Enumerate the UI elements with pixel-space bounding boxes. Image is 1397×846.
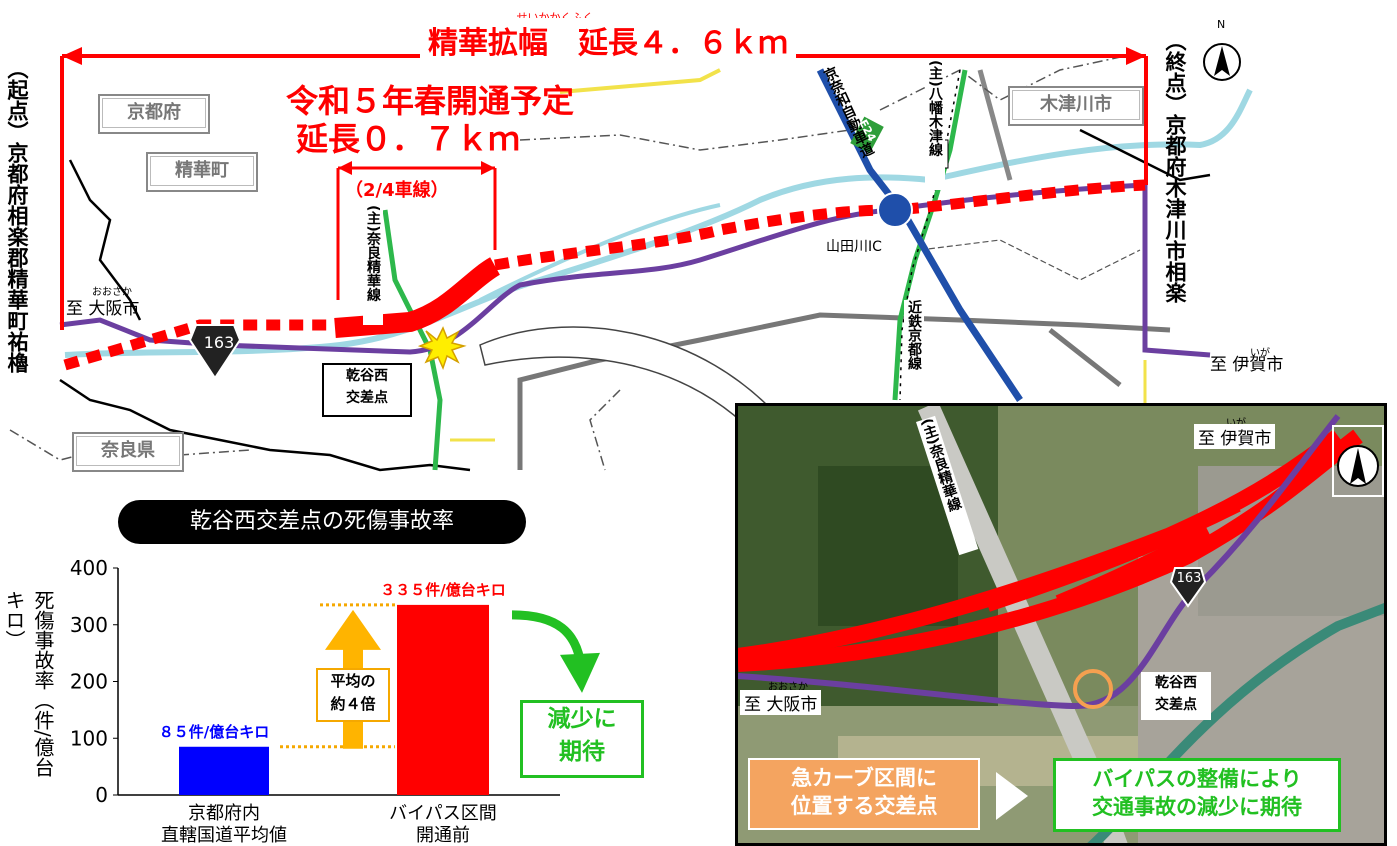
region-seika: 精華町 (146, 152, 258, 192)
chart-ylabel: 死傷事故率（件/億台キロ） (2, 590, 55, 777)
opening-section (334, 257, 501, 338)
flow-arrow (996, 772, 1028, 820)
bar-value-label-1: ３３５件/億台キロ (380, 581, 505, 599)
y-tick-label: 400 (70, 556, 108, 580)
aerial-photo: (主)奈良精華線 いが 至 伊賀市 おおさか 至 大阪市 163 乾谷西交差点 … (735, 403, 1387, 846)
opening-line2: 延長０．７ｋｍ (296, 120, 521, 158)
nara-seika-label: (主)奈良精華線 (363, 205, 383, 325)
photo-iga-ruby: いが (1226, 414, 1246, 429)
photo-to-osaka: 至 大阪市 (740, 690, 822, 715)
gray-road (517, 312, 1171, 470)
photo-to-iga: 至 伊賀市 (1194, 424, 1276, 449)
boundary-3 (589, 389, 621, 471)
ic-marker (877, 192, 913, 228)
bar-1 (397, 604, 489, 795)
to-osaka-label: 至 大阪市 (66, 299, 140, 319)
expectation-note: バイパスの整備により交通事故の減少に期待 (1053, 758, 1341, 832)
iga-ruby: いが (1250, 348, 1270, 359)
curve-note: 急カーブ区間に位置する交差点 (748, 758, 980, 830)
lanes-label: （2/4車線） (345, 180, 449, 201)
to-iga-label: 至 伊賀市 (1210, 355, 1284, 375)
region-kyoto: 京都府 (98, 94, 210, 134)
gray-road-3 (1048, 328, 1122, 387)
chart-title: 乾谷西交差点の死傷事故率 (118, 500, 526, 544)
rail-line-3 (1079, 128, 1211, 182)
boundary-5 (919, 239, 1141, 281)
start-point-label: （起点）京都府相楽郡精華町祐櫓 (5, 58, 29, 373)
y-tick-label: 0 (95, 783, 108, 807)
r163-sign (188, 324, 242, 380)
reduction-arrow (511, 610, 585, 661)
region-nara: 奈良県 (72, 432, 184, 472)
photo-intersection: 乾谷西交差点 (1141, 672, 1211, 720)
reduction-arrowhead (560, 652, 600, 693)
e24-shield (850, 116, 884, 154)
r163-label: 163 (203, 333, 235, 352)
category-label-1: バイパス区間 (389, 803, 497, 824)
bypass-dashed-2 (494, 179, 1146, 271)
ratio-note: 平均の約４倍 (316, 668, 390, 722)
photo-osaka-ruby: おおさか (768, 682, 808, 693)
rail-line (68, 159, 142, 321)
compass-needle (1214, 46, 1230, 76)
yawata-label: (主)八幡木津線 (925, 60, 945, 190)
intersection-label: 乾谷西交差点 (322, 363, 412, 417)
yellow-road (559, 68, 721, 94)
compass-n: N (1217, 18, 1226, 31)
reduction-note: 減少に期待 (520, 700, 644, 778)
intersection-burst (417, 326, 467, 371)
category-label-1: 開通前 (416, 825, 470, 846)
end-point-label: （終点）京都府木津川市相楽 (1163, 30, 1187, 303)
y-tick-label: 300 (70, 613, 108, 637)
opening-arrow-r (481, 161, 495, 175)
kintetsu-label: 近鉄京都線 (904, 300, 924, 400)
bar-0 (179, 746, 269, 795)
y-tick-label: 100 (70, 726, 108, 750)
extent-arrow-right (1126, 47, 1146, 65)
boundary (519, 129, 851, 151)
y-tick-label: 200 (70, 670, 108, 694)
category-label-0: 京都府内 (188, 803, 260, 824)
opening-arrow-l (338, 161, 352, 175)
category-label-0: 直轄国道平均値 (161, 825, 287, 846)
title: 精華拡幅 延長４．６ｋｍ (420, 18, 796, 62)
osaka-ruby: おおさか (92, 287, 132, 298)
nara-seika-route (382, 209, 443, 471)
opening-line1: 令和５年春開通予定 (286, 82, 575, 120)
yawata-route (892, 69, 968, 401)
river-2 (479, 203, 721, 302)
bar-value-label-0: ８５件/億台キロ (159, 723, 269, 741)
extent-arrow-left (62, 47, 82, 65)
bypass-dashed (63, 319, 335, 371)
rail-line-2 (59, 378, 471, 472)
photo-r163: 163 (1176, 571, 1202, 586)
ic-label: 山田川IC (826, 236, 882, 256)
region-kizugawa: 木津川市 (1008, 86, 1144, 126)
